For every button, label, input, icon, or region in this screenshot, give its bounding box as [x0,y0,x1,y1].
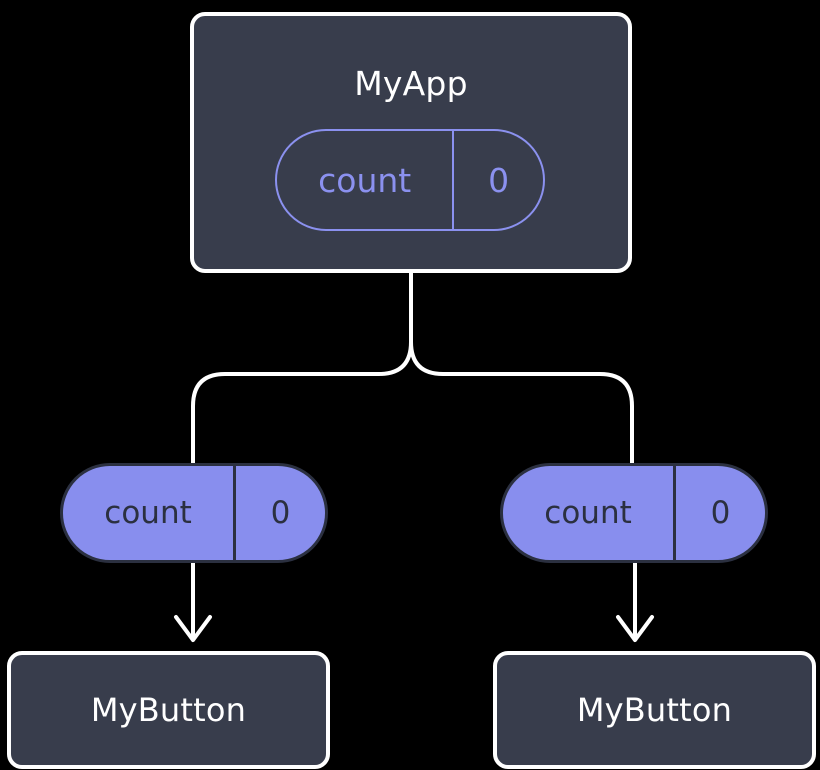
state-pill-right[interactable]: count 0 [500,463,768,563]
state-pill-myapp[interactable]: count 0 [275,129,545,231]
state-pill-right-key: count [503,466,677,560]
widget-node-myapp-label: MyApp [354,64,468,103]
edge-root-to-right-pill [409,271,634,465]
state-pill-left-value: 0 [270,494,291,531]
edge-root-to-left-pill [191,271,413,465]
state-pill-left-key: count [63,466,237,560]
state-pill-myapp-key: count [277,131,455,229]
state-pill-left[interactable]: count 0 [60,463,328,563]
state-pill-right-value: 0 [710,494,731,531]
widget-node-mybutton-left-label: MyButton [90,691,247,729]
widget-node-mybutton-right-label: MyButton [576,691,733,729]
widget-node-mybutton-left[interactable]: MyButton [7,651,330,769]
widget-node-mybutton-right[interactable]: MyButton [493,651,816,769]
arrowhead-left [174,615,212,642]
arrowhead-right [616,615,654,642]
state-pill-myapp-value: 0 [488,160,510,200]
